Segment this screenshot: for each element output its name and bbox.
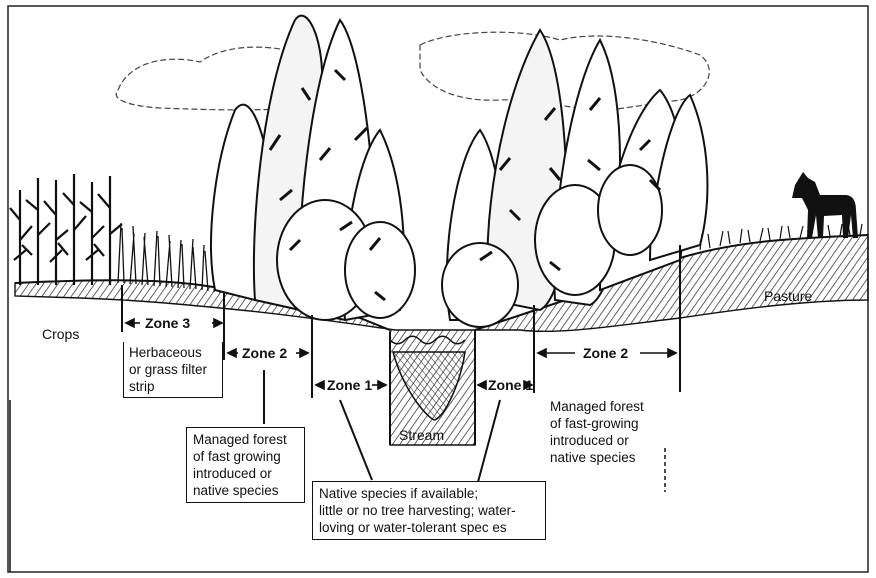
pasture-label: Pasture (764, 288, 812, 305)
left-forest (211, 16, 415, 320)
stream-label: Stream (399, 427, 444, 444)
zone2-left-desc-line: Managed forest (193, 431, 298, 448)
zone2-left-label: Zone 2 (242, 345, 287, 362)
crops-label: Crops (42, 326, 79, 343)
zone2-right-description-box: Managed forest of fast-growing introduce… (544, 395, 668, 469)
zone3-desc-line: or grass filter (129, 361, 217, 378)
zone3-description-box: Herbaceous or grass filter strip (123, 342, 223, 398)
zone1-right-label: Zone 1 (488, 377, 533, 394)
zone2-left-desc-line: introduced or (193, 465, 298, 482)
zone1-left-label: Zone 1 (327, 377, 372, 394)
zone2-right-desc-line: of fast-growing (550, 415, 662, 432)
zone2-right-label: Zone 2 (583, 345, 628, 362)
zone1-description-box: Native species if available; little or n… (312, 481, 546, 540)
corn-crops (10, 174, 122, 285)
zone3-desc-line: strip (129, 378, 217, 395)
zone3-label: Zone 3 (145, 315, 190, 332)
zone2-left-desc-line: of fast growing (193, 448, 298, 465)
zone2-left-description-box: Managed forest of fast growing introduce… (186, 427, 305, 503)
zone1-desc-line: loving or water-tolerant spec es (319, 519, 539, 536)
zone2-right-desc-line: Managed forest (550, 398, 662, 415)
zone2-right-desc-line: native species (550, 449, 662, 466)
zone1-desc-line: little or no tree harvesting; water- (319, 502, 539, 519)
zone2-right-desc-line: introduced or (550, 432, 662, 449)
zone3-desc-line: Herbaceous (129, 344, 217, 361)
zone2-left-desc-line: native species (193, 482, 298, 499)
clouds (116, 32, 709, 110)
zone1-desc-line: Native species if available; (319, 485, 539, 502)
